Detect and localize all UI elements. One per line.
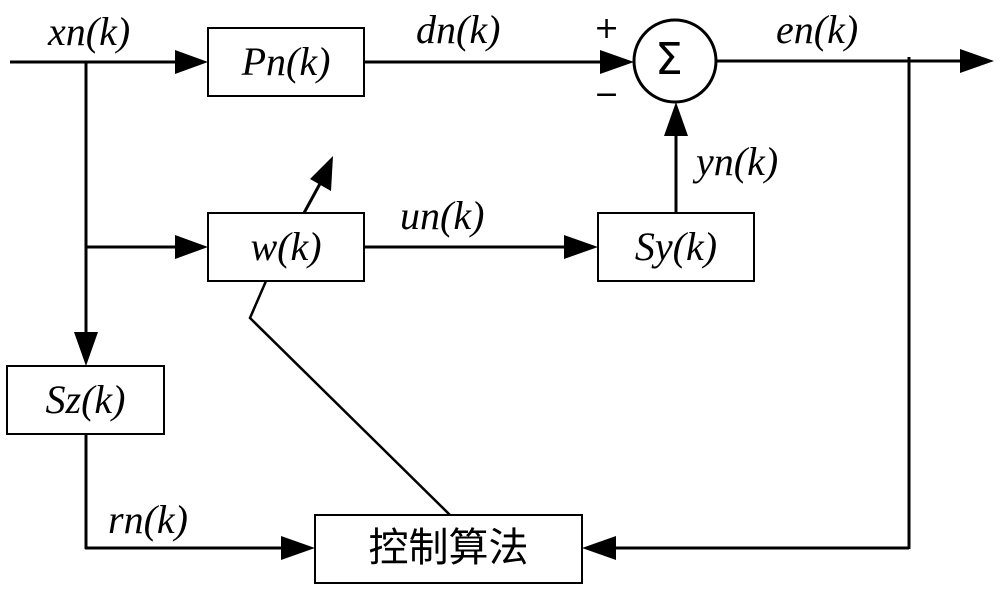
sigma-symbol: Σ xyxy=(655,34,683,85)
adaptive-arrow-line xyxy=(302,179,324,214)
arrow-to-w xyxy=(175,235,208,259)
w-block-label: w(k) xyxy=(250,224,322,269)
label-en: en(k) xyxy=(776,7,859,52)
label-dn: dn(k) xyxy=(416,7,501,52)
arrow-to-control xyxy=(582,536,616,560)
adaptive-arrow-head xyxy=(310,156,333,191)
weight-update-line xyxy=(248,280,451,516)
pn-block-label: Pn(k) xyxy=(241,39,331,84)
w-block xyxy=(207,212,365,282)
label-yn: yn(k) xyxy=(696,139,779,184)
control-algorithm-block xyxy=(314,514,583,584)
minus-sign: − xyxy=(594,77,620,112)
label-un: un(k) xyxy=(400,193,485,238)
sy-block xyxy=(597,212,755,282)
output-arrow xyxy=(960,49,994,73)
sz-block-label: Sz(k) xyxy=(45,377,126,422)
arrow-to-pn xyxy=(175,50,208,74)
arrow-rn-to-control xyxy=(281,536,315,560)
control-algorithm-label: 控制算法 xyxy=(368,525,529,571)
pn-block xyxy=(207,27,365,97)
arrow-yn-to-sum xyxy=(664,102,688,136)
arrow-to-sz xyxy=(74,332,98,366)
plus-sign: + xyxy=(594,11,620,46)
arrow-to-sum xyxy=(600,50,634,74)
sy-block-label: Sy(k) xyxy=(634,224,718,269)
sz-block xyxy=(6,365,165,435)
label-rn: rn(k) xyxy=(108,497,188,542)
label-xn: xn(k) xyxy=(48,9,131,54)
arrow-to-sy xyxy=(564,235,598,259)
